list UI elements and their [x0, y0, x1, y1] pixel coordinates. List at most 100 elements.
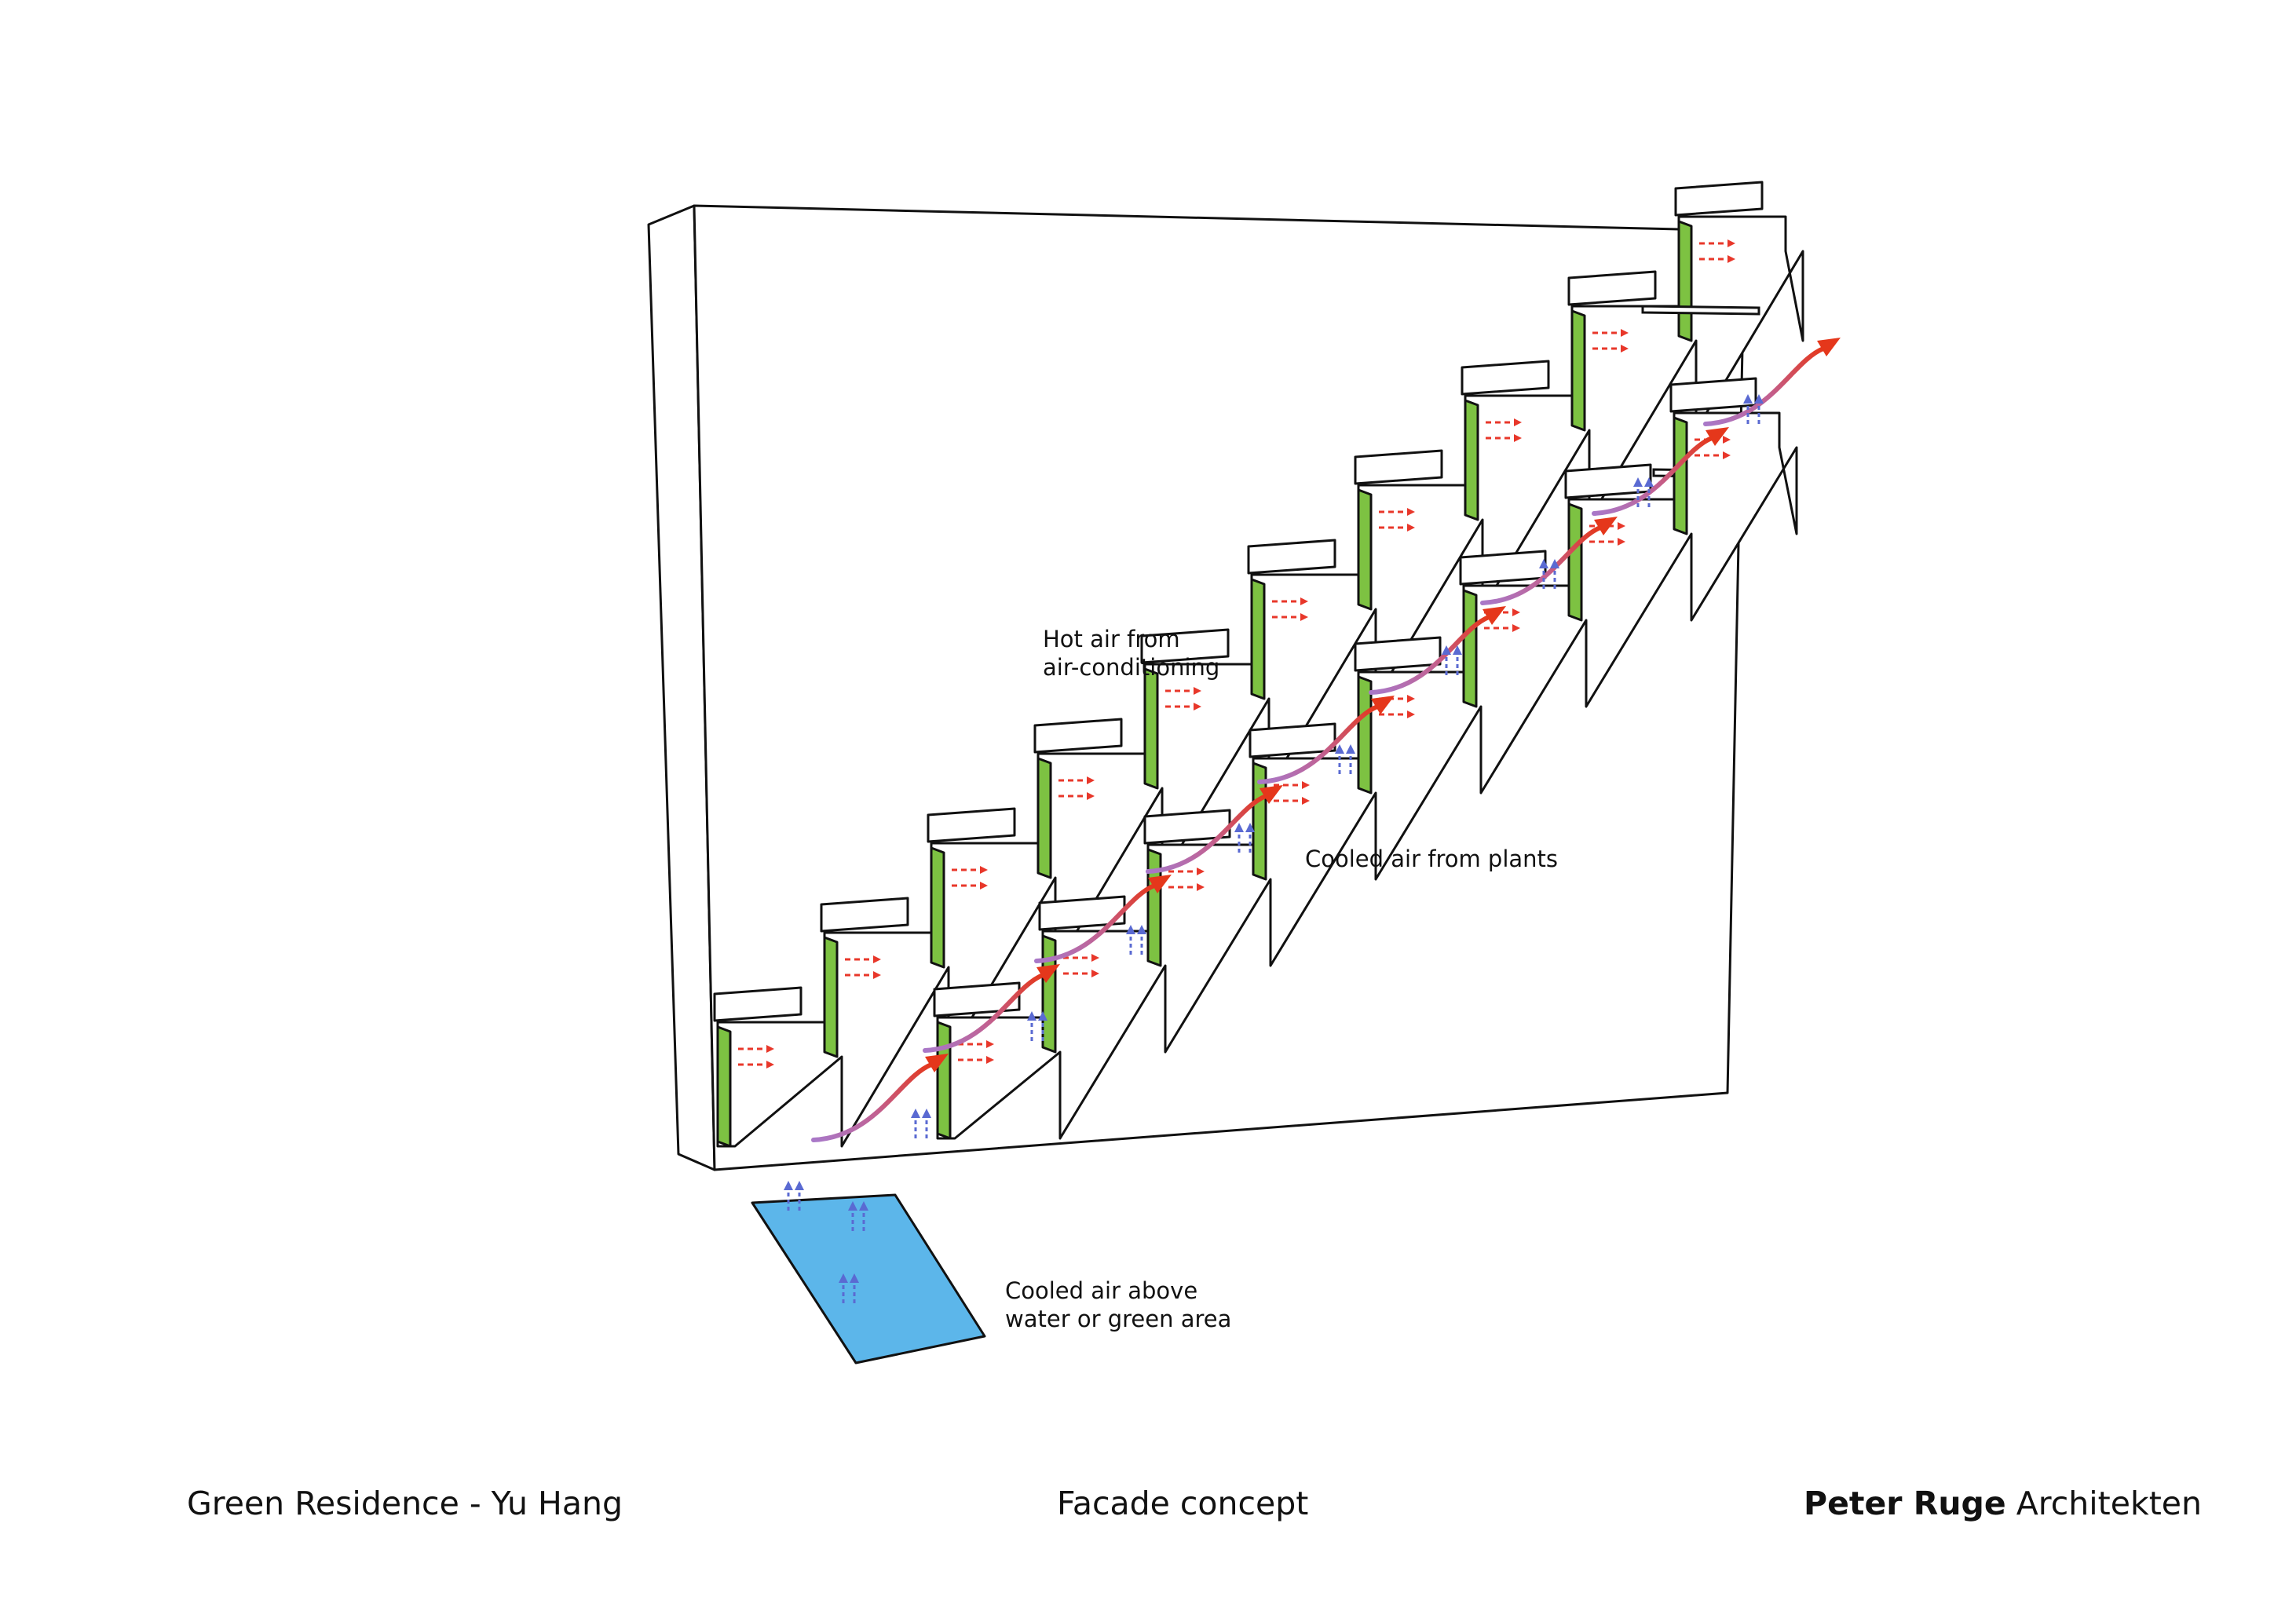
upper-stair-balcony-5	[1247, 539, 1336, 575]
cool-air-droplet-5-head-0	[1126, 925, 1135, 934]
cool-air-droplet-3-head-0	[911, 1109, 920, 1118]
lower-stair-planter-2	[1146, 848, 1162, 967]
lower-stair-balcony-0	[933, 981, 1021, 1017]
cool-air-droplet-7	[1335, 744, 1355, 774]
lower-stair-planter-0	[936, 1021, 952, 1140]
upper-stair-dash-head-5-1	[1300, 613, 1308, 621]
cool-air-droplet-2-head-1	[850, 1273, 859, 1283]
cool-air-droplet-8	[1442, 645, 1462, 675]
cool-air-droplet-7-head-0	[1335, 744, 1344, 754]
lower-stair-balcony-2	[1143, 809, 1231, 845]
footer-project-name: Green Residence - Yu Hang	[187, 1485, 623, 1522]
lower-stair-dash-head-1-0	[1091, 954, 1099, 962]
lower-stair-dash-head-5-0	[1512, 608, 1520, 616]
cool-air-droplet-1-head-1	[859, 1201, 868, 1211]
lower-stair-dash-head-7-0	[1723, 436, 1731, 444]
lower-stair-dash-head-0-0	[986, 1040, 994, 1048]
upper-stair-planter-6	[1357, 488, 1373, 611]
cool-air-droplet-3-head-1	[922, 1109, 931, 1118]
lower-stair-dash-head-6-1	[1618, 538, 1625, 546]
upper-stair-balcony-1	[820, 897, 909, 933]
lower-stair-dash-head-5-1	[1512, 624, 1520, 632]
cool-air-droplet-0	[784, 1181, 804, 1211]
lower-stair-balcony-5	[1459, 550, 1547, 586]
warm-air-arrow-head-4	[1371, 696, 1395, 714]
upper-stair-planter-5	[1250, 578, 1266, 700]
upper-stair-dash-head-4-0	[1194, 687, 1201, 695]
warm-air-arrow-4	[1257, 704, 1380, 784]
warm-air-arrow-head-3	[1260, 785, 1283, 804]
cool-air-droplet-9-head-1	[1550, 559, 1559, 568]
cool-air-droplet-2-head-0	[839, 1273, 848, 1283]
cool-air-droplet-11-head-0	[1743, 394, 1753, 404]
lower-stair-dash-head-3-1	[1302, 797, 1310, 805]
footer-firm: Peter Ruge Architekten	[1804, 1484, 2202, 1523]
lower-stair-dash-head-1-1	[1091, 970, 1099, 977]
upper-stair-balcony-8	[1567, 270, 1657, 306]
lower-stair-planter-5	[1462, 589, 1478, 708]
upper-stair-planter-8	[1570, 309, 1586, 432]
lower-stair-balcony-4	[1354, 636, 1442, 672]
warm-air-arrow-6	[1480, 525, 1603, 605]
lower-stair-balcony-3	[1249, 722, 1336, 758]
lower-stair-dash-head-6-0	[1618, 522, 1625, 530]
cool-air-droplet-2	[839, 1273, 859, 1303]
cool-air-droplet-1-head-0	[848, 1201, 857, 1211]
cool-air-droplet-6-head-0	[1234, 823, 1244, 832]
cool-air-droplet-9	[1539, 559, 1559, 589]
label-cooled-air-plants: Cooled air from plants	[1305, 846, 1559, 872]
lower-stair-planter-1	[1041, 934, 1057, 1054]
cool-air-droplet-3	[911, 1109, 931, 1138]
warm-air-arrow-5	[1369, 615, 1491, 695]
label-cooled-air-water: Cooled air above water or green area	[1005, 1277, 1232, 1332]
cool-air-droplet-0-head-0	[784, 1181, 793, 1190]
upper-stair-planter-1	[823, 936, 839, 1058]
warm-air-arrow-7	[1592, 436, 1714, 516]
upper-stair-dash-head-7-0	[1514, 418, 1522, 426]
upper-stair-dash-head-6-0	[1407, 508, 1415, 516]
warm-air-arrow-2	[1034, 883, 1157, 963]
upper-stair-balcony-6	[1354, 449, 1443, 485]
cool-air-droplet-5-head-1	[1137, 925, 1146, 934]
upper-stair-dash-head-9-0	[1727, 239, 1735, 247]
upper-stair-balcony-9	[1674, 181, 1764, 217]
upper-stair-dash-head-3-0	[1087, 776, 1095, 784]
warm-air-arrow-head-5	[1483, 606, 1506, 625]
cool-air-droplet-6	[1234, 823, 1255, 853]
lower-stair-dash-head-2-0	[1197, 868, 1205, 875]
warm-air-arrow-3	[1146, 794, 1268, 874]
cool-air-droplet-8-head-0	[1442, 645, 1451, 655]
warm-air-arrow-8	[1703, 346, 1826, 426]
footer-firm-bold: Peter Ruge	[1804, 1485, 2006, 1522]
cool-air-droplet-0-head-1	[795, 1181, 804, 1190]
footer-firm-rest: Architekten	[2016, 1485, 2202, 1522]
upper-stair-planter-9	[1677, 220, 1693, 342]
label-hot-air: Hot air from air-conditioning	[1043, 626, 1220, 681]
cool-air-droplet-6-head-1	[1245, 823, 1255, 832]
upper-stair-balcony-2	[927, 807, 1016, 843]
warm-air-arrow-head-1	[1036, 964, 1060, 983]
cool-air-droplet-11	[1743, 394, 1764, 424]
upper-stair-balcony-4	[1140, 628, 1230, 664]
upper-stair-dash-head-1-1	[873, 971, 881, 979]
warm-air-arrow-head-6	[1594, 517, 1618, 535]
upper-stair-dash-head-6-1	[1407, 524, 1415, 532]
warm-air-arrow-1	[923, 973, 1045, 1053]
upper-stair-balcony-3	[1033, 718, 1123, 754]
lower-stair-dash-head-2-1	[1197, 883, 1205, 891]
lower-stair-balcony-1	[1038, 895, 1126, 931]
upper-stair-dash-head-0-1	[766, 1061, 774, 1069]
cool-air-droplet-1	[848, 1201, 868, 1231]
upper-stair-planter-2	[930, 846, 945, 969]
cool-air-droplet-5	[1126, 925, 1146, 955]
upper-stair-dash-head-3-1	[1087, 792, 1095, 800]
upper-stair-dash-head-2-0	[980, 866, 988, 874]
cool-air-droplet-4-head-0	[1027, 1011, 1036, 1021]
cool-air-droplet-10	[1633, 477, 1654, 507]
lower-stair-dash-head-7-1	[1723, 451, 1731, 459]
upper-stair-planter-4	[1143, 667, 1159, 790]
upper-stair-dash-head-1-0	[873, 955, 881, 963]
upper-stair-balcony-7	[1461, 360, 1550, 396]
warm-air-arrow-head-2	[1148, 875, 1172, 893]
